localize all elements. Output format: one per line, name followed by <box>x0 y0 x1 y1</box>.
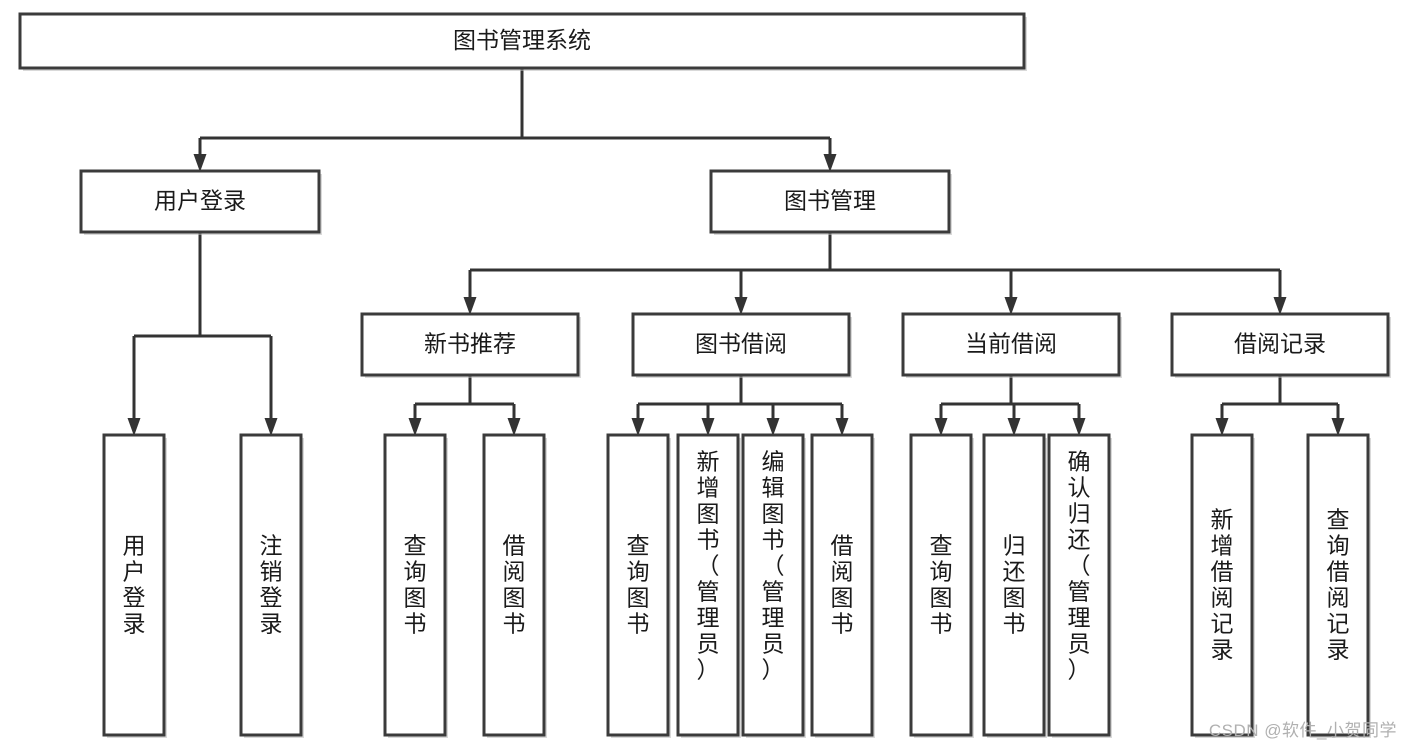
node-label: 新增借阅记录 <box>1211 506 1234 662</box>
node-leaf-confirm-return-admin[interactable]: 确认归还（管理员） <box>1047 433 1112 738</box>
node-leaf-borrow-book-2[interactable]: 借阅图书 <box>810 433 875 738</box>
node-label: 新增图书（管理员） <box>697 448 720 682</box>
node-label: 借阅记录 <box>1234 331 1326 357</box>
node-box[interactable] <box>360 312 580 377</box>
arrow-head <box>631 418 645 436</box>
node-leaf-return-book[interactable]: 归还图书 <box>982 433 1047 738</box>
arrow-head <box>264 418 278 436</box>
arrow-head <box>507 418 521 436</box>
arrow-head <box>193 154 207 172</box>
node-label: 图书管理系统 <box>453 27 591 53</box>
node-box[interactable] <box>709 169 951 234</box>
node-label: 注销登录 <box>260 532 283 636</box>
node-label: 查询图书 <box>627 532 650 636</box>
arrow-head <box>1004 297 1018 315</box>
node-box[interactable] <box>1047 433 1111 737</box>
arrow-head <box>835 418 849 436</box>
node-current-borrow[interactable]: 当前借阅 <box>901 312 1122 378</box>
node-leaf-logout[interactable]: 注销登录 <box>239 433 304 738</box>
edge-group-book-borrow <box>631 375 849 436</box>
node-leaf-add-book-admin[interactable]: 新增图书（管理员） <box>676 433 741 738</box>
node-label: 查询图书 <box>404 532 427 636</box>
node-box[interactable] <box>1170 312 1390 377</box>
arrow-head <box>1215 418 1229 436</box>
arrow-head <box>408 418 422 436</box>
node-layer: 图书管理系统用户登录图书管理新书推荐图书借阅当前借阅借阅记录用户登录注销登录查询… <box>18 12 1391 738</box>
node-label: 借阅图书 <box>503 532 526 636</box>
node-box[interactable] <box>606 433 670 737</box>
node-leaf-add-borrow-record[interactable]: 新增借阅记录 <box>1190 433 1255 738</box>
node-box[interactable] <box>810 433 874 737</box>
node-box[interactable] <box>79 169 321 234</box>
edge-group-borrow-record <box>1215 375 1345 436</box>
node-leaf-borrow-book-1[interactable]: 借阅图书 <box>482 433 547 738</box>
arrow-head <box>934 418 948 436</box>
arrow-head <box>1007 418 1021 436</box>
node-new-book-recommend[interactable]: 新书推荐 <box>360 312 581 378</box>
node-leaf-query-book-3[interactable]: 查询图书 <box>909 433 974 738</box>
node-box[interactable] <box>982 433 1046 737</box>
arrow-head <box>127 418 141 436</box>
node-label: 图书借阅 <box>695 331 787 357</box>
node-leaf-query-book-2[interactable]: 查询图书 <box>606 433 671 738</box>
edge-group-new-book-recommend <box>408 375 521 436</box>
node-box[interactable] <box>1306 433 1370 737</box>
arrow-head <box>1273 297 1287 315</box>
node-box[interactable] <box>1190 433 1254 737</box>
node-box[interactable] <box>631 312 851 377</box>
node-box[interactable] <box>741 433 805 737</box>
node-leaf-edit-book-admin[interactable]: 编辑图书（管理员） <box>741 433 806 738</box>
node-label: 当前借阅 <box>965 331 1057 357</box>
edge-layer <box>127 68 1345 436</box>
node-box[interactable] <box>901 312 1121 377</box>
node-leaf-query-book-1[interactable]: 查询图书 <box>383 433 448 738</box>
node-label: 借阅图书 <box>831 532 854 636</box>
arrow-head <box>734 297 748 315</box>
node-book-borrow[interactable]: 图书借阅 <box>631 312 852 378</box>
node-label: 确认归还（管理员） <box>1068 448 1091 682</box>
arrow-head <box>701 418 715 436</box>
node-box[interactable] <box>239 433 303 737</box>
node-root[interactable]: 图书管理系统 <box>18 12 1027 71</box>
arrow-head <box>463 297 477 315</box>
node-label: 新书推荐 <box>424 331 516 357</box>
edge-group-root <box>193 68 837 172</box>
node-label: 查询图书 <box>930 532 953 636</box>
node-label: 图书管理 <box>784 188 876 214</box>
watermark-label: CSDN @软件_小贺同学 <box>1208 721 1397 740</box>
node-box[interactable] <box>909 433 973 737</box>
node-box[interactable] <box>482 433 546 737</box>
arrow-head <box>823 154 837 172</box>
node-user-login[interactable]: 用户登录 <box>79 169 322 235</box>
node-label: 归还图书 <box>1003 532 1026 636</box>
arrow-head <box>1331 418 1345 436</box>
node-leaf-user-login[interactable]: 用户登录 <box>102 433 167 738</box>
node-borrow-record[interactable]: 借阅记录 <box>1170 312 1391 378</box>
edge-group-user-login <box>127 232 278 436</box>
node-book-manage[interactable]: 图书管理 <box>709 169 952 235</box>
edge-group-current-borrow <box>934 375 1086 436</box>
arrow-head <box>766 418 780 436</box>
node-label: 用户登录 <box>154 188 246 214</box>
node-box[interactable] <box>676 433 740 737</box>
node-box[interactable] <box>102 433 166 737</box>
node-box[interactable] <box>18 12 1026 70</box>
node-box[interactable] <box>383 433 447 737</box>
node-label: 用户登录 <box>123 532 146 636</box>
edge-group-book-manage <box>463 232 1287 315</box>
node-label: 查询借阅记录 <box>1327 506 1350 662</box>
node-leaf-query-borrow-record[interactable]: 查询借阅记录 <box>1306 433 1371 738</box>
arrow-head <box>1072 418 1086 436</box>
node-label: 编辑图书（管理员） <box>762 448 785 682</box>
